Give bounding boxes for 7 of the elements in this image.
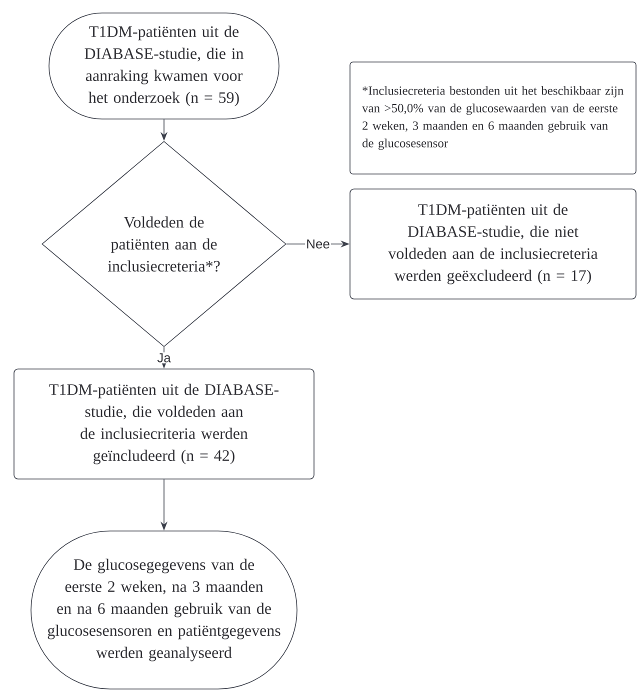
edge-label: Nee <box>305 238 331 250</box>
start-terminal: T1DM-patiënten uit de DIABASE-studie, die in aanraking kwamen voor het onderzoek (n = 59) <box>48 12 280 120</box>
note-box: *Inclusiecreteria bestonden uit het beschikbaar zijn van >50,0% van de glucosewaarden van de eerste 2 weken, 3 maanden en 6 maanden gebruik van de glucosesensor <box>350 62 636 174</box>
process-box: T1DM-patiënten uit de DIABASE-studie, die niet voldeden aan de inclusiecreteria werden geëxcludeerd (n = 17) <box>350 188 636 300</box>
end-terminal: De glucosegegevens van de eerste 2 weken, na 3 maanden en na 6 maanden gebruik van de glucosesensoren en patiëntgegevens werden geanalyseerd <box>30 530 298 690</box>
edge-label: Ja <box>156 352 172 364</box>
process-box: T1DM-patiënten uit de DIABASE-studie, die voldeden aan de inclusiecriteria werden geïncludeerd (n = 42) <box>14 368 314 480</box>
